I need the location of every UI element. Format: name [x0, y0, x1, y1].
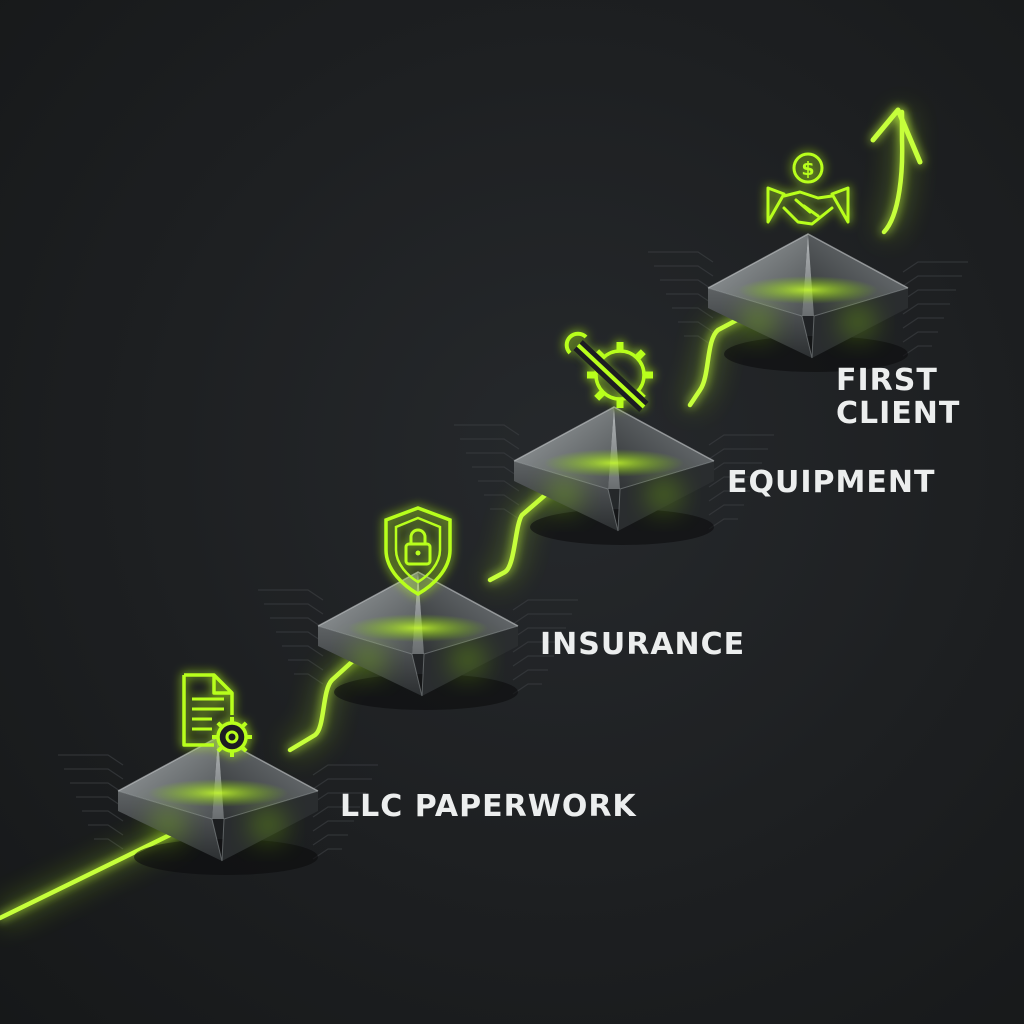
circuit-line: [708, 504, 744, 516]
circuit-line: [58, 754, 124, 766]
circuit-line: [312, 820, 354, 832]
circuit-line: [708, 476, 756, 488]
circuit-line: [312, 806, 360, 818]
circuit-line: [512, 599, 578, 611]
circuit-line: [288, 659, 324, 671]
circuit-line: [82, 810, 124, 822]
circuit-line: [708, 490, 750, 502]
circuit-line: [902, 261, 968, 273]
circuit-line: [258, 589, 324, 601]
document-gear-icon: [182, 673, 252, 757]
shield-lock-icon: [384, 506, 452, 597]
circuit-line: [270, 617, 324, 629]
step-label-llc-paperwork: LLC PAPERWORK: [340, 789, 637, 824]
circuit-line: [466, 452, 520, 464]
circuit-line: [64, 768, 124, 780]
circuit-line: [94, 838, 124, 850]
circuit-line: [708, 434, 774, 446]
step-label-first-client: FIRST CLIENT: [836, 363, 961, 431]
circuit-line: [902, 303, 950, 315]
circuit-line: [512, 613, 572, 625]
step-block-3: [513, 331, 715, 545]
circuit-line: [454, 424, 520, 436]
circuit-line: [472, 466, 520, 478]
circuit-line: [478, 480, 520, 492]
circuit-line: [294, 673, 324, 685]
circuit-line: [902, 331, 938, 343]
circuit-line: [708, 448, 768, 460]
circuit-line: [654, 265, 714, 277]
circuit-line: [312, 834, 348, 846]
step-label-insurance: INSURANCE: [540, 627, 746, 662]
step-block-1: [117, 673, 319, 875]
circuit-line: [678, 321, 714, 333]
circuit-line: [648, 251, 714, 263]
circuit-line: [902, 275, 962, 287]
step-block-4: $: [707, 152, 909, 372]
circuit-line: [282, 645, 324, 657]
circuit-line: [666, 293, 714, 305]
circuit-line: [312, 764, 378, 776]
circuit-line: [76, 796, 124, 808]
circuit-line: [484, 494, 520, 506]
circuit-line: [70, 782, 124, 794]
circuit-line: [312, 778, 372, 790]
circuit-line: [264, 603, 324, 615]
circuit-line: [512, 669, 548, 681]
circuit-line: [902, 345, 932, 357]
circuit-line: [88, 824, 124, 836]
wrench-gear-icon: [564, 331, 653, 413]
circuit-line: [902, 317, 944, 329]
circuit-line: [672, 307, 714, 319]
circuit-line: [312, 848, 342, 860]
circuit-line: [902, 289, 956, 301]
circuit-line: [708, 518, 738, 530]
circuit-line: [512, 641, 560, 653]
circuit-line: [660, 279, 714, 291]
progress-path: [0, 107, 923, 925]
svg-text:$: $: [801, 158, 814, 180]
circuit-line: [512, 683, 542, 695]
handshake-dollar-icon: $: [766, 152, 850, 226]
step-block-2: [317, 506, 519, 710]
arrow-up-icon: [870, 107, 923, 165]
circuit-line: [460, 438, 520, 450]
step-label-equipment: EQUIPMENT: [727, 465, 936, 500]
circuit-line: [512, 655, 554, 667]
circuit-line: [276, 631, 324, 643]
